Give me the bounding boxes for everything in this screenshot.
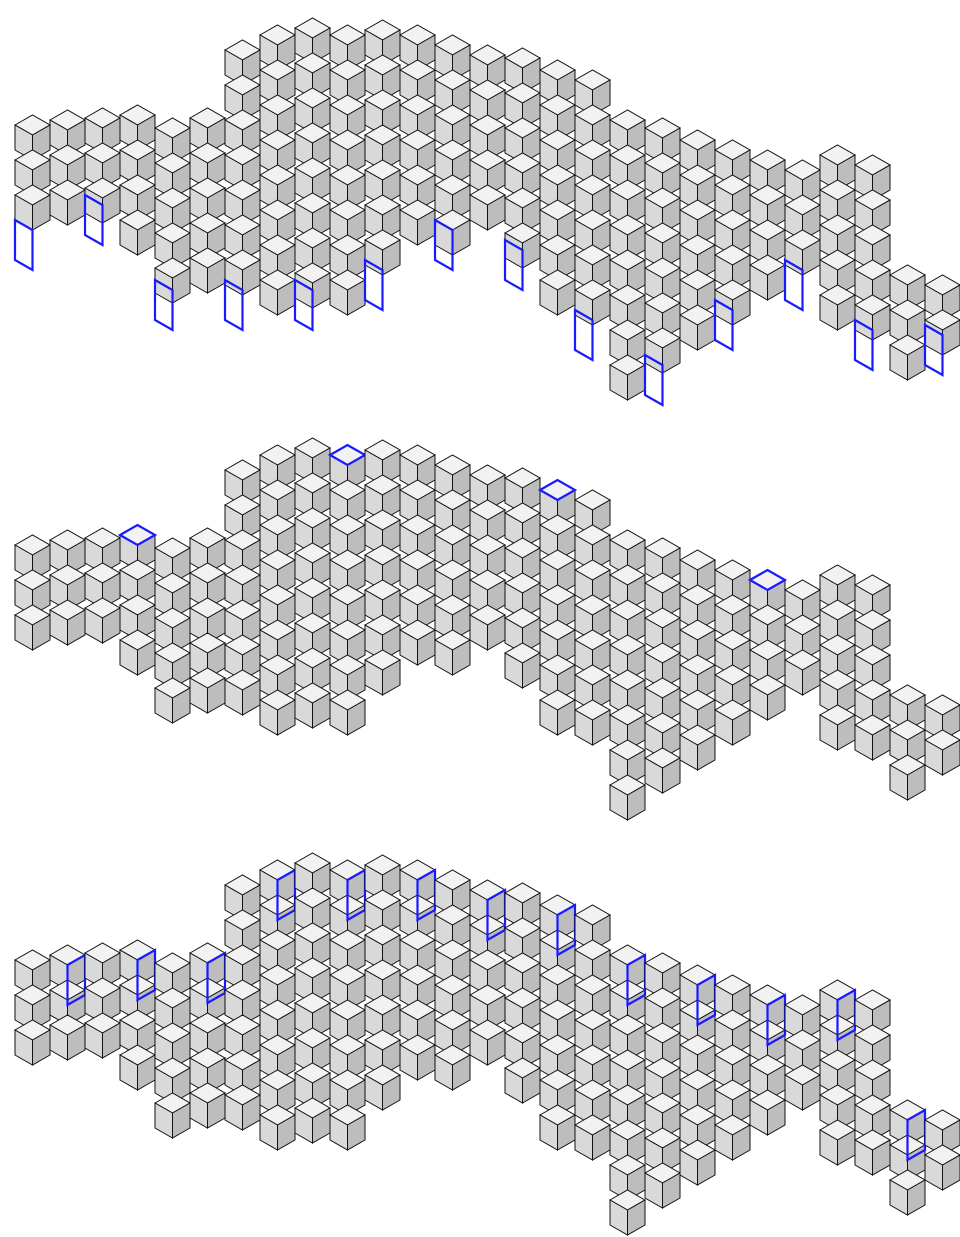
panel-vertical-faces-right-highlighted <box>15 853 960 1235</box>
panel-vertical-faces-left-highlighted <box>15 18 960 405</box>
panel-top-faces-highlighted <box>15 438 960 820</box>
highlighted-face <box>15 220 33 270</box>
